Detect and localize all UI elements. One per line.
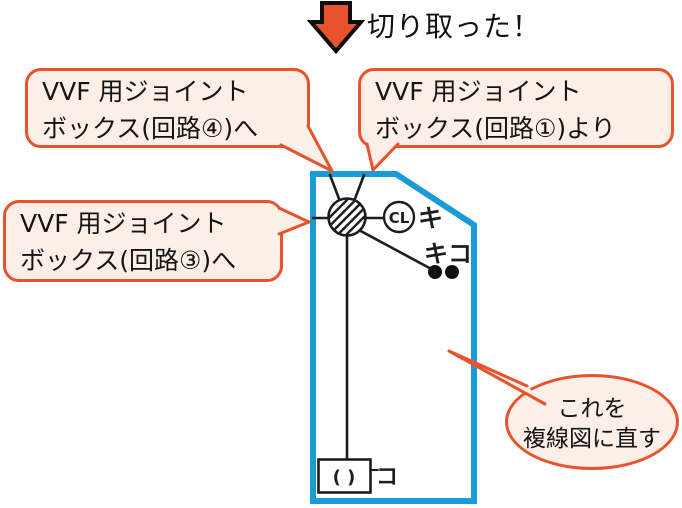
ceiling-light-symbol-text: CL <box>389 209 410 227</box>
callout-joint-box-circuit4: VVF 用ジョイント ボックス(回路④)へ <box>25 68 310 148</box>
callout-redraw-ellipse: これを 複線図に直す <box>505 374 679 470</box>
callout-line: ボックス(回路③)へ <box>20 246 237 275</box>
device-box-text: ( ) <box>333 467 356 488</box>
callout-line: ボックス(回路①)より <box>375 114 616 143</box>
callout-line: これを <box>557 396 627 422</box>
switch-dots-symbol <box>428 265 459 279</box>
cut-arrow-icon <box>306 1 366 55</box>
callout-line: ボックス(回路④)へ <box>42 114 259 143</box>
cut-label: 切り取った！ <box>367 10 542 43</box>
callout-joint-box-circuit1: VVF 用ジョイント ボックス(回路①)より <box>358 68 674 148</box>
ceiling-light-name-label: キ <box>418 204 443 233</box>
device-name-label: コ <box>376 465 398 490</box>
callout-line: VVF 用ジョイント <box>375 77 582 106</box>
callout-joint-box-circuit3: VVF 用ジョイント ボックス(回路③)へ <box>3 200 283 282</box>
callout-line: VVF 用ジョイント <box>42 77 249 106</box>
wire-line <box>355 227 437 273</box>
device-box-symbol: ( ) <box>317 458 372 494</box>
switch-name-label: キコ <box>424 240 472 268</box>
ceiling-light-symbol: CL <box>382 200 416 234</box>
junction-box-symbol <box>327 197 367 237</box>
callout-line: VVF 用ジョイント <box>20 209 227 238</box>
callout-line: 複線図に直す <box>523 426 661 452</box>
